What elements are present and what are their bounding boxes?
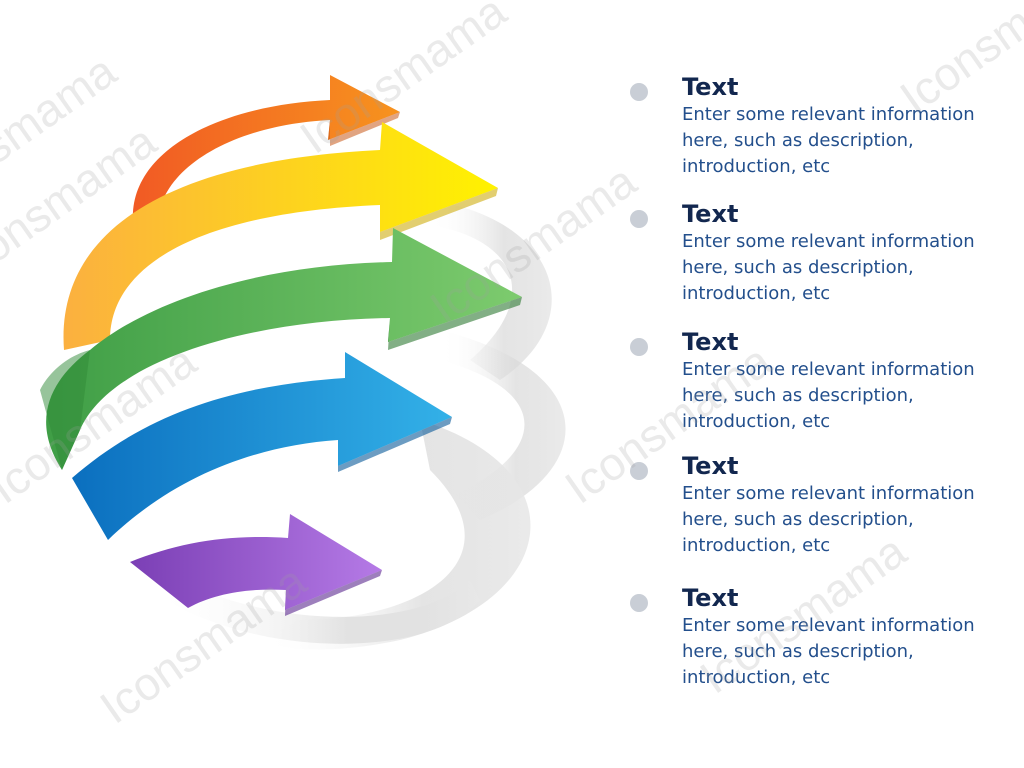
item-title: Text — [682, 73, 739, 101]
arrow-blue — [72, 352, 452, 540]
bullet-icon — [630, 83, 648, 101]
bullet-icon — [630, 210, 648, 228]
back-loop-1 — [430, 200, 552, 380]
bullet-icon — [630, 338, 648, 356]
back-loop-4 — [150, 575, 480, 644]
item-description: Enter some relevant information here, su… — [682, 359, 975, 432]
arrow-green — [40, 228, 522, 470]
bullet-icon — [630, 594, 648, 612]
bullet-icon — [630, 462, 648, 480]
item-description: Enter some relevant information here, su… — [682, 231, 975, 304]
item-title: Text — [682, 328, 739, 356]
back-loop-shadows — [150, 200, 566, 650]
item-description: Enter some relevant information here, su… — [682, 615, 975, 688]
arrow-orange — [132, 75, 400, 222]
arrow-purple — [130, 514, 382, 616]
item-description: Enter some relevant information here, su… — [682, 483, 975, 556]
item-title: Text — [682, 452, 739, 480]
back-loop-2 — [440, 330, 566, 520]
arrow-yellow — [63, 122, 498, 350]
item-title: Text — [682, 200, 739, 228]
spiral-arrows-graphic — [40, 75, 566, 650]
item-title: Text — [682, 584, 739, 612]
item-description: Enter some relevant information here, su… — [682, 104, 975, 177]
